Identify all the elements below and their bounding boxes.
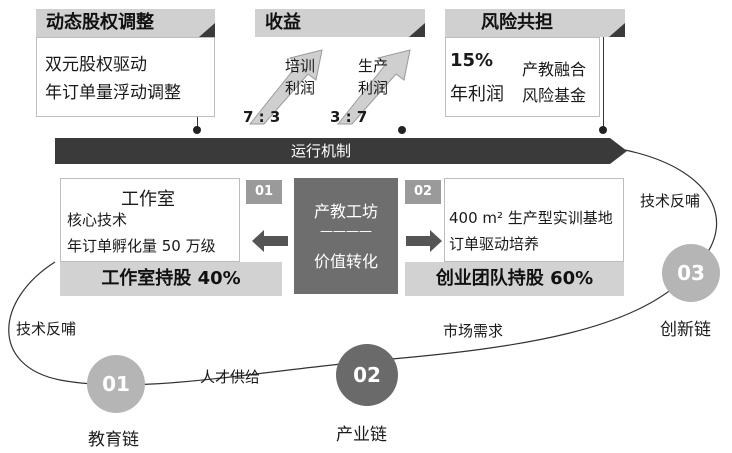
fold-corner-icon (609, 23, 625, 37)
edge-left-label: 技术反哺 (16, 320, 77, 338)
risk-card: 15% 年利润 产教融合 风险基金 (445, 37, 600, 117)
studio-line-2: 年订单孵化量 50 万级 (67, 237, 216, 255)
studio-title: 工作室 (121, 189, 175, 210)
revenue-arrows (248, 49, 411, 125)
equity-connector (197, 117, 198, 130)
mechanism-label: 运行机制 (291, 142, 352, 160)
risk-title: 风险共担 (481, 12, 553, 33)
training-profit-label: 培训 利润 (285, 55, 315, 99)
equity-line-1: 双元股权驱动 (45, 55, 147, 75)
arrow-right-icon (406, 230, 442, 252)
revenue-header: 收益 (255, 9, 425, 37)
studio-share: 工作室持股 40% (60, 262, 282, 296)
risk-percent: 15% (450, 50, 494, 71)
studio-number-badge: 01 (246, 180, 282, 204)
equity-line-2: 年订单量浮动调整 (45, 83, 181, 103)
workshop-line-2: 价值转化 (313, 252, 378, 271)
production-label-2: 利润 (358, 79, 389, 97)
edge-right-label: 技术反哺 (640, 192, 701, 210)
workshop-divider: ———— (320, 224, 372, 239)
workshop-box: 产教工坊 ———— 价值转化 (294, 178, 398, 294)
studio-line-1: 核心技术 (67, 211, 128, 229)
risk-dot (599, 126, 607, 134)
education-label: 教育链 (88, 430, 139, 450)
edge-middle-label: 市场需求 (443, 322, 504, 340)
base-card: 400 m² 生产型实训基地 订单驱动培养 (444, 178, 624, 262)
edge-bottom-label: 人才供给 (200, 368, 261, 386)
training-arrow-icon (248, 49, 323, 125)
revenue-title: 收益 (265, 12, 301, 33)
training-ratio: 7 : 3 (243, 108, 281, 126)
industry-label: 产业链 (336, 425, 387, 445)
revenue-dot (398, 126, 406, 134)
arrow-left-icon (252, 230, 288, 252)
base-share: 创业团队持股 60% (405, 262, 624, 296)
fold-corner-icon (199, 23, 215, 37)
equity-card: 双元股权驱动 年订单量浮动调整 (36, 37, 215, 117)
production-profit-label: 生产 利润 (358, 55, 388, 99)
production-ratio: 3 : 7 (330, 108, 368, 126)
base-line-2: 订单驱动培养 (449, 235, 540, 253)
workshop-line-1: 产教工坊 (313, 202, 378, 221)
risk-profit: 年利润 (450, 84, 504, 105)
industry-node: 02 (336, 344, 398, 406)
risk-fund-line-2: 风险基金 (522, 86, 587, 105)
risk-connector (603, 37, 604, 130)
production-label-1: 生产 (358, 57, 389, 75)
base-number-badge: 02 (405, 180, 441, 204)
mechanism-bar (55, 138, 627, 164)
equity-title: 动态股权调整 (46, 12, 154, 33)
education-node: 01 (87, 355, 145, 413)
equity-header: 动态股权调整 (36, 9, 215, 37)
innovation-label: 创新链 (660, 320, 711, 340)
fold-corner-icon (409, 23, 425, 37)
risk-fund-line-1: 产教融合 (522, 60, 587, 79)
production-arrow-icon (336, 49, 411, 125)
equity-dot (193, 126, 201, 134)
risk-header: 风险共担 (445, 9, 625, 37)
training-label-1: 培训 (285, 57, 316, 75)
studio-card: 工作室 核心技术 年订单孵化量 50 万级 (60, 178, 240, 262)
innovation-node: 03 (662, 244, 720, 302)
base-line-1: 400 m² 生产型实训基地 (449, 209, 613, 227)
training-label-2: 利润 (285, 79, 316, 97)
